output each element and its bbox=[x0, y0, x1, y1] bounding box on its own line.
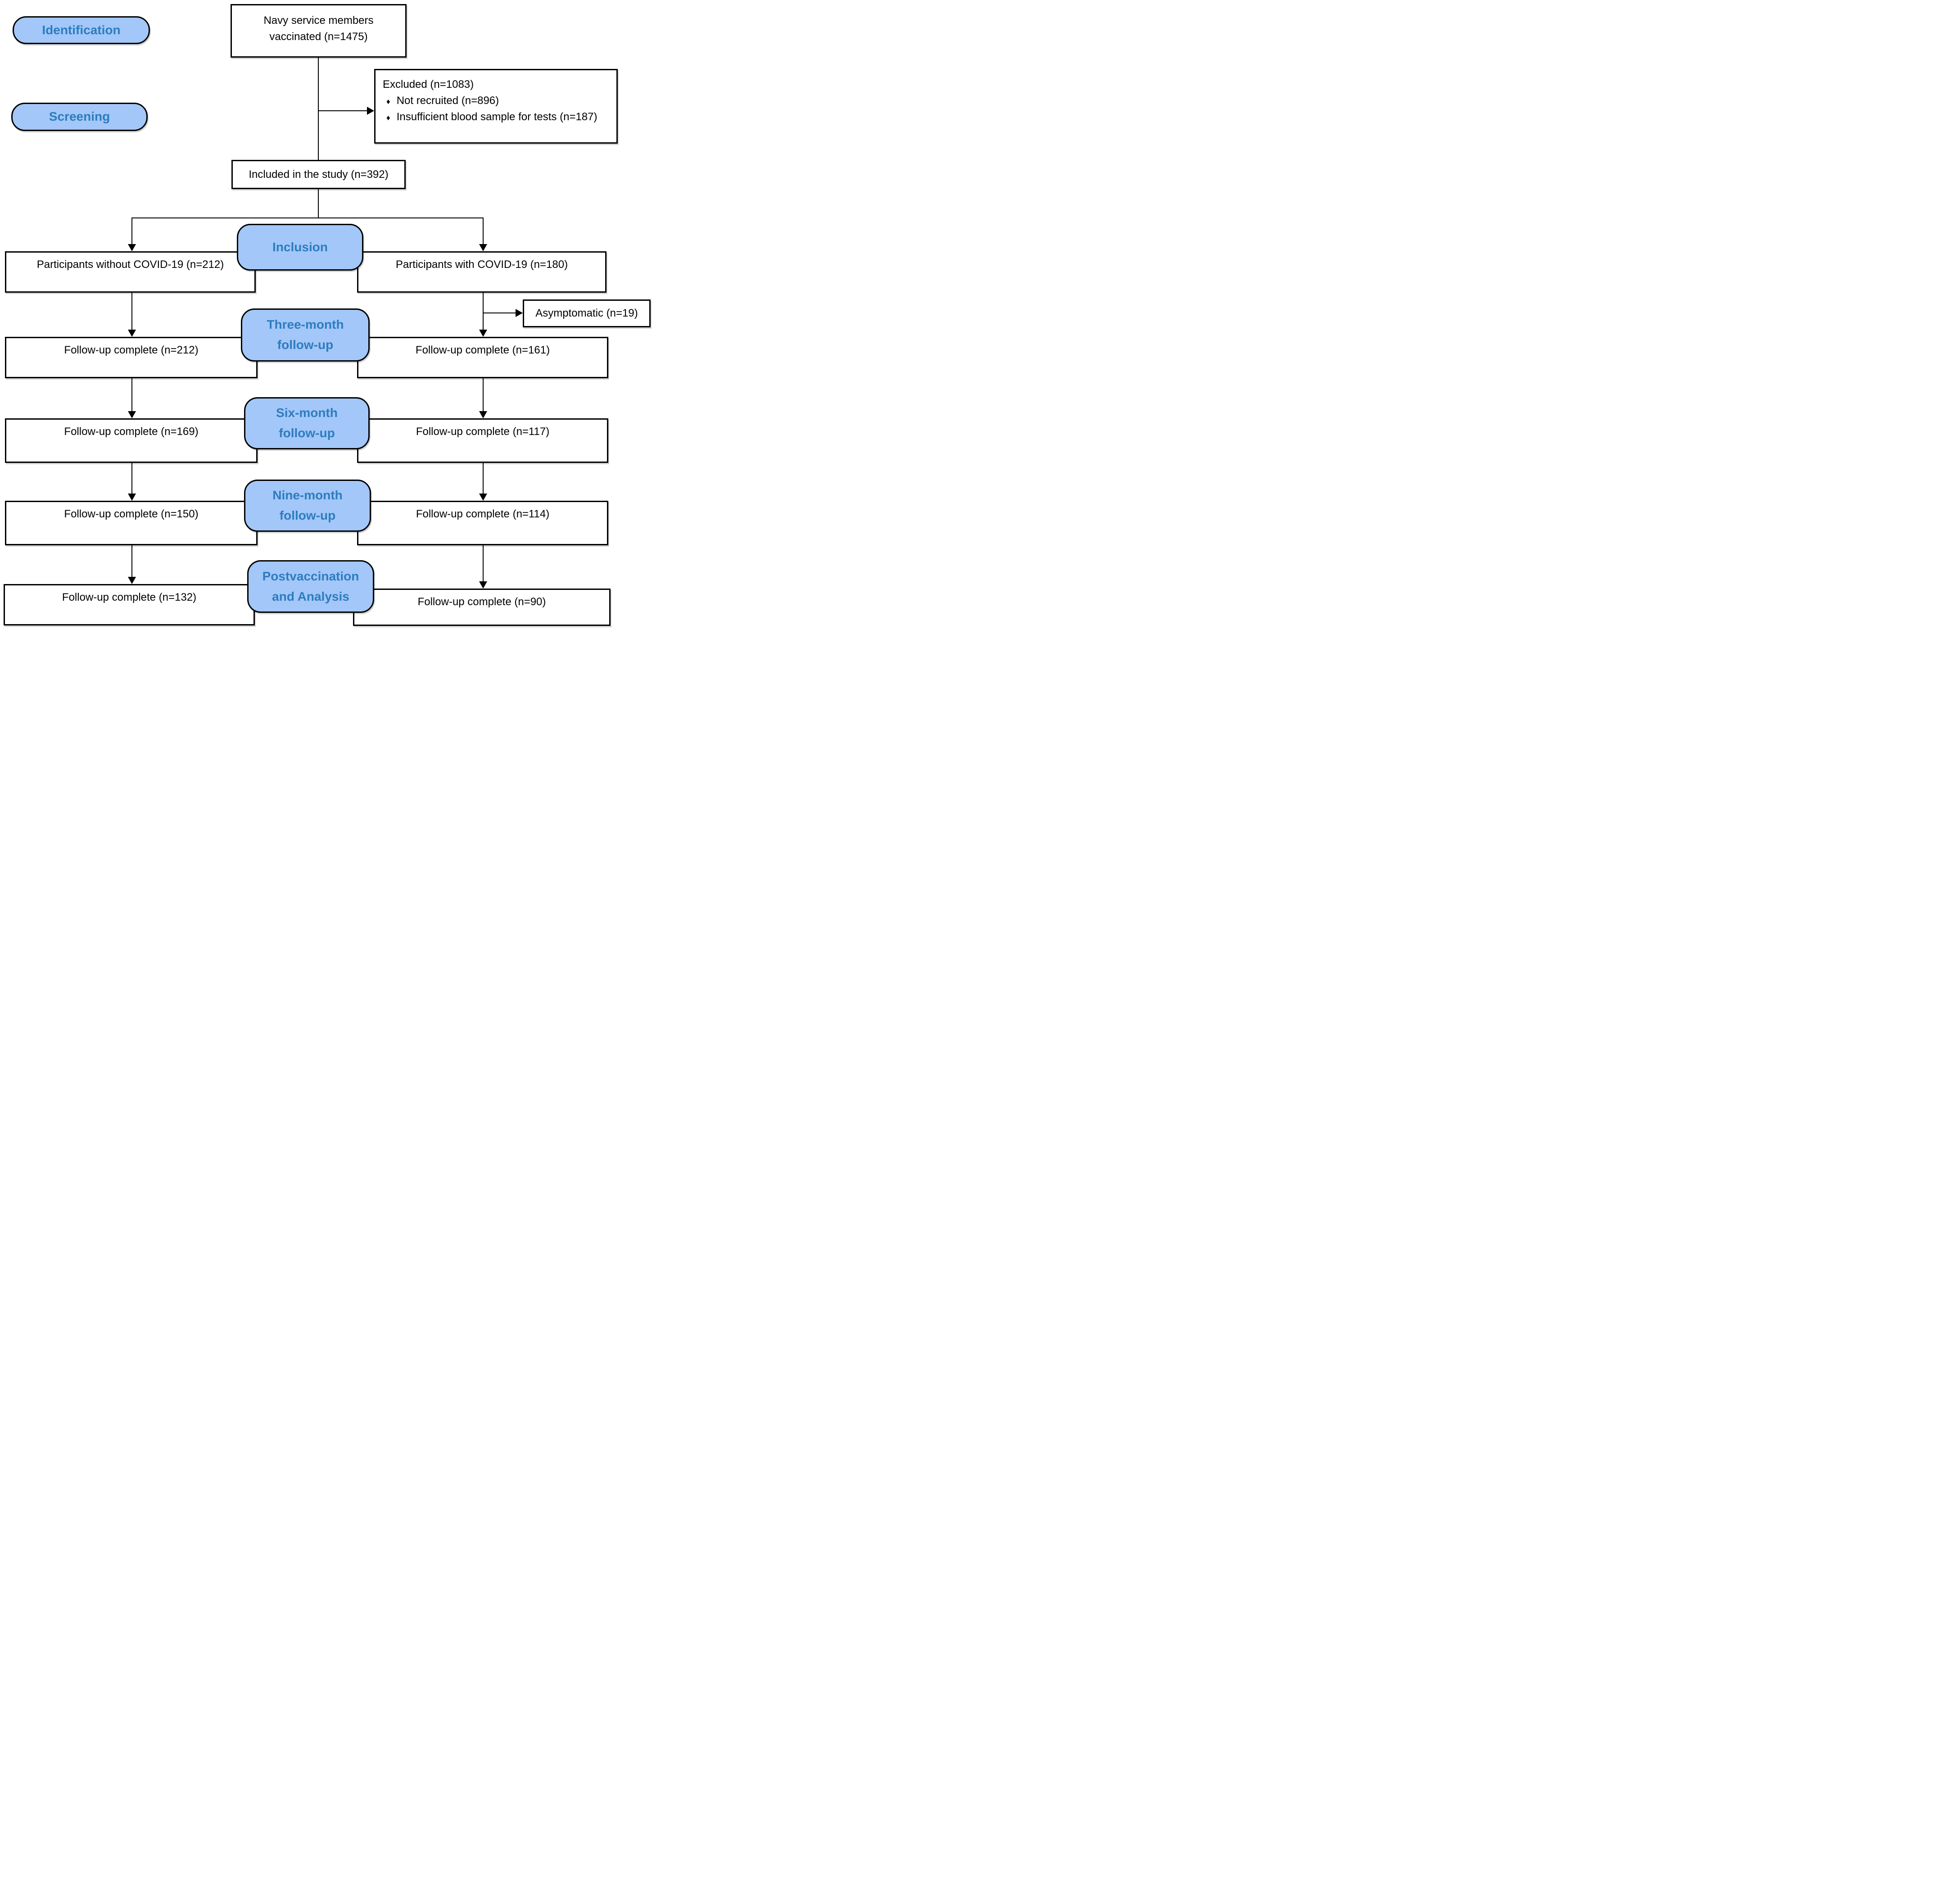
connector-left-to-post bbox=[131, 545, 132, 577]
flowchart-canvas: Identification Screening Inclusion Three… bbox=[0, 0, 653, 630]
stage-label-nine-month-line2: follow-up bbox=[279, 508, 336, 522]
stage-label-six-month-line2: follow-up bbox=[279, 426, 335, 440]
connector-branch-excluded bbox=[318, 110, 368, 111]
arrowhead-participants-without bbox=[128, 244, 136, 251]
followup-9m-right-label: Follow-up complete (n=114) bbox=[416, 508, 550, 520]
connector-split-left-down bbox=[131, 218, 132, 244]
stage-label-screening: Screening bbox=[49, 109, 110, 124]
followup-3m-right-label: Follow-up complete (n=161) bbox=[415, 344, 550, 356]
stage-label-nine-month-line1: Nine-month bbox=[272, 488, 343, 503]
connector-left-to-6m bbox=[131, 378, 132, 411]
stage-pill-inclusion: Inclusion bbox=[237, 224, 363, 271]
stage-label-inclusion: Inclusion bbox=[272, 240, 328, 254]
bullet-diamond-icon: ♦ bbox=[386, 113, 390, 122]
connector-right-to-3m bbox=[483, 293, 484, 330]
excluded-item-label: Not recruited (n=896) bbox=[396, 95, 499, 107]
stage-pill-six-month: Six-month follow-up bbox=[244, 397, 370, 449]
followup-6m-left-label: Follow-up complete (n=169) bbox=[64, 426, 199, 438]
excluded-title: Excluded (n=1083) bbox=[383, 78, 474, 91]
stage-pill-postvaccination: Postvaccination and Analysis bbox=[247, 560, 374, 613]
arrowhead-6m-right bbox=[479, 411, 487, 418]
stage-pill-identification: Identification bbox=[13, 16, 150, 44]
box-participants-with: Participants with COVID-19 (n=180) bbox=[357, 251, 607, 293]
arrowhead-9m-right bbox=[479, 494, 487, 501]
connector-right-to-9m bbox=[483, 463, 484, 494]
box-asymptomatic: Asymptomatic (n=19) bbox=[523, 299, 651, 327]
stage-label-postvaccination-line1: Postvaccination bbox=[262, 569, 359, 583]
connector-left-to-3m bbox=[131, 293, 132, 330]
stage-label-postvaccination-line2: and Analysis bbox=[272, 589, 349, 603]
bullet-diamond-icon: ♦ bbox=[386, 97, 390, 106]
connector-left-to-9m bbox=[131, 463, 132, 494]
arrowhead-excluded bbox=[367, 107, 374, 115]
box-vaccinated: Navy service members vaccinated (n=1475) bbox=[231, 4, 407, 58]
box-followup-6m-right: Follow-up complete (n=117) bbox=[357, 418, 608, 463]
connector-split-right-down bbox=[483, 218, 484, 244]
box-followup-9m-right: Follow-up complete (n=114) bbox=[357, 501, 608, 545]
vaccinated-line2: vaccinated (n=1475) bbox=[269, 30, 368, 43]
box-participants-without: Participants without COVID-19 (n=212) bbox=[5, 251, 256, 293]
box-excluded: Excluded (n=1083) ♦ Not recruited (n=896… bbox=[374, 69, 618, 144]
participants-with-label: Participants with COVID-19 (n=180) bbox=[395, 258, 568, 271]
box-followup-3m-right: Follow-up complete (n=161) bbox=[357, 337, 608, 378]
connector-included-down bbox=[318, 189, 319, 218]
stage-label-three-month-line1: Three-month bbox=[267, 317, 344, 332]
connector-top-to-included bbox=[318, 58, 319, 160]
stage-pill-screening: Screening bbox=[11, 103, 148, 131]
stage-pill-three-month: Three-month follow-up bbox=[241, 308, 370, 362]
arrowhead-3m-left bbox=[128, 330, 136, 337]
followup-post-right-label: Follow-up complete (n=90) bbox=[417, 596, 546, 608]
included-label: Included in the study (n=392) bbox=[249, 168, 389, 181]
followup-9m-left-label: Follow-up complete (n=150) bbox=[64, 508, 199, 520]
followup-post-left-label: Follow-up complete (n=132) bbox=[62, 591, 197, 603]
box-followup-3m-left: Follow-up complete (n=212) bbox=[5, 337, 258, 378]
arrowhead-9m-left bbox=[128, 494, 136, 501]
arrowhead-post-left bbox=[128, 577, 136, 584]
excluded-item: ♦ Insufficient blood sample for tests (n… bbox=[386, 109, 612, 125]
box-followup-post-left: Follow-up complete (n=132) bbox=[4, 584, 255, 625]
stage-label-six-month-line1: Six-month bbox=[276, 406, 338, 420]
box-included: Included in the study (n=392) bbox=[231, 160, 406, 189]
asymptomatic-label: Asymptomatic (n=19) bbox=[535, 307, 638, 319]
box-followup-post-right: Follow-up complete (n=90) bbox=[353, 589, 611, 626]
arrowhead-6m-left bbox=[128, 411, 136, 418]
box-followup-9m-left: Follow-up complete (n=150) bbox=[5, 501, 258, 545]
box-followup-6m-left: Follow-up complete (n=169) bbox=[5, 418, 258, 463]
excluded-item-label: Insufficient blood sample for tests (n=1… bbox=[396, 111, 598, 123]
arrowhead-asymptomatic bbox=[516, 309, 523, 317]
connector-split-horizontal bbox=[131, 217, 484, 218]
arrowhead-post-right bbox=[479, 581, 487, 589]
participants-without-label: Participants without COVID-19 (n=212) bbox=[36, 258, 224, 271]
stage-label-three-month-line2: follow-up bbox=[277, 338, 334, 352]
connector-right-to-6m bbox=[483, 378, 484, 411]
stage-label-identification: Identification bbox=[42, 23, 121, 37]
followup-3m-left-label: Follow-up complete (n=212) bbox=[64, 344, 199, 356]
excluded-item: ♦ Not recruited (n=896) bbox=[386, 93, 612, 109]
arrowhead-3m-right bbox=[479, 330, 487, 337]
vaccinated-line1: Navy service members bbox=[263, 14, 374, 27]
stage-pill-nine-month: Nine-month follow-up bbox=[244, 480, 371, 532]
arrowhead-participants-with bbox=[479, 244, 487, 251]
followup-6m-right-label: Follow-up complete (n=117) bbox=[416, 426, 550, 438]
connector-right-to-post bbox=[483, 545, 484, 581]
